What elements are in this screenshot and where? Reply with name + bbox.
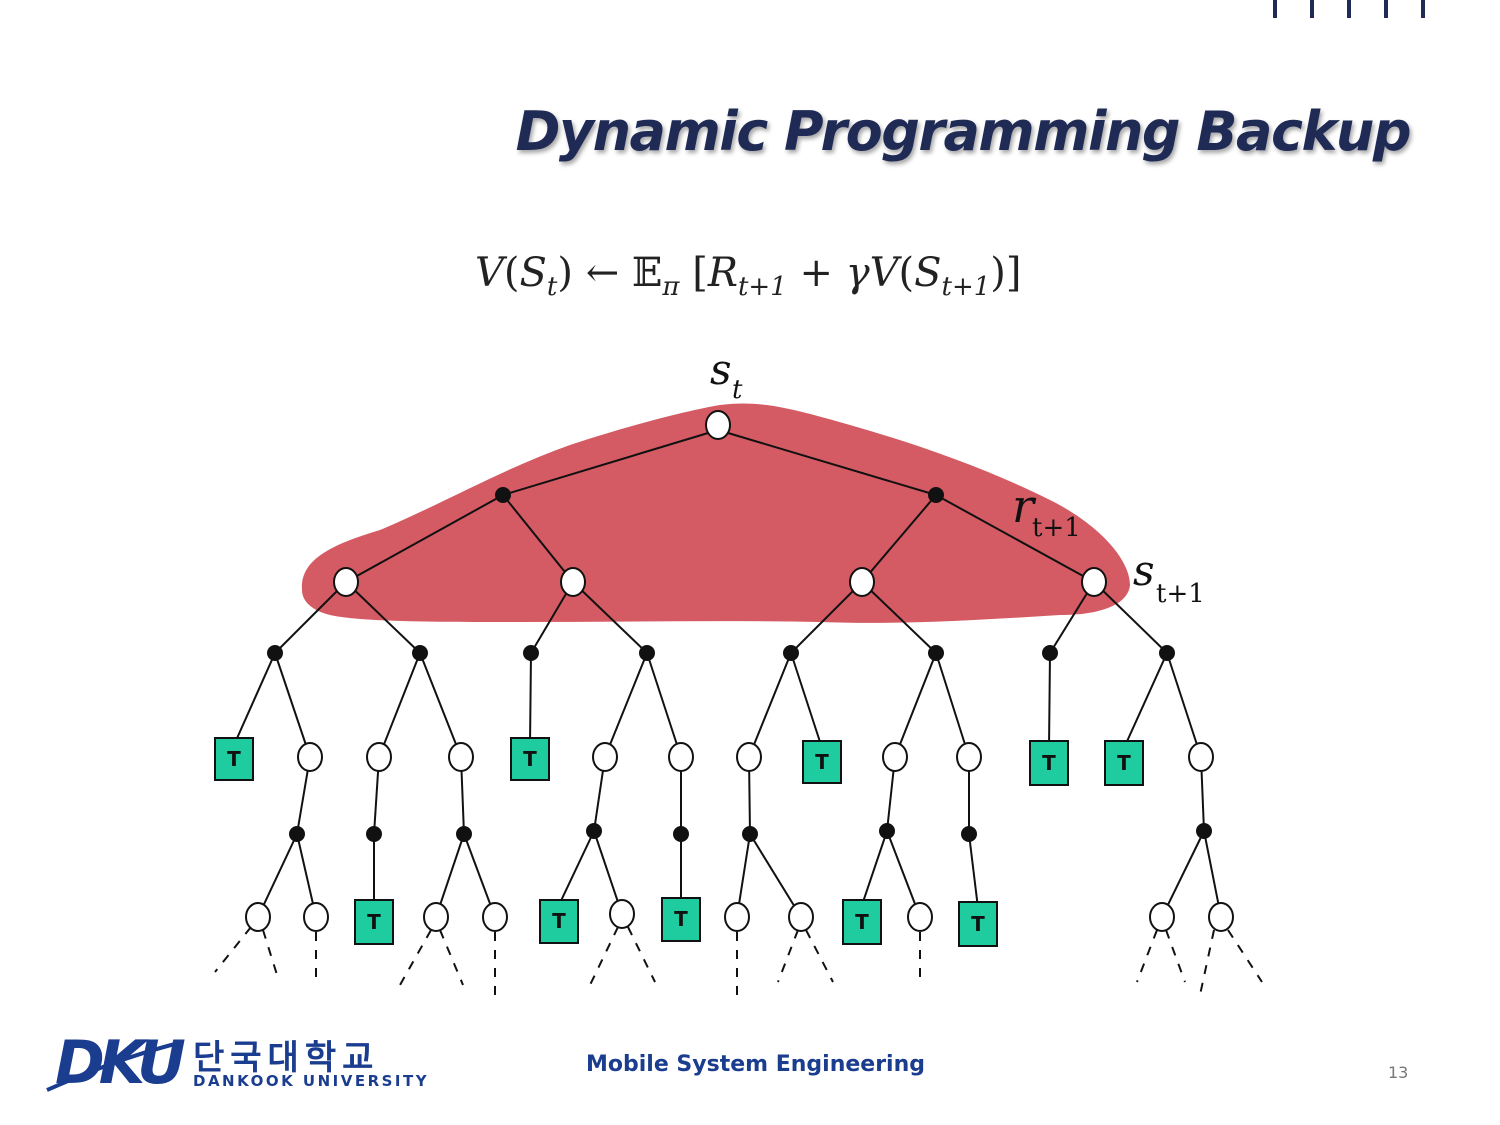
terminal-label: T <box>367 910 381 934</box>
tick-mark <box>1347 0 1351 18</box>
logo-letters: DKU <box>55 1028 186 1098</box>
slide-title: Dynamic Programming Backup <box>515 100 1412 163</box>
formula-v: V <box>475 250 504 296</box>
formula-expectation: 𝔼 <box>631 250 663 296</box>
terminal-label: T <box>523 747 537 771</box>
continuation-dashes <box>214 926 1263 996</box>
formula-pi: π <box>662 272 680 302</box>
formula-s-sub: t <box>546 272 558 302</box>
terminal-label: T <box>815 750 829 774</box>
terminal-label: T <box>855 910 869 934</box>
logo-english-name: DANKOOK UNIVERSITY <box>193 1072 430 1090</box>
action-nodes <box>267 487 1212 842</box>
terminal-box: T <box>1104 740 1144 786</box>
terminal-label: T <box>227 747 241 771</box>
formula-paren: ( <box>503 250 520 296</box>
backup-highlight-region <box>301 403 1130 623</box>
diagram-labels: s t r t+1 s t+1 <box>710 345 1205 609</box>
terminal-states: T T T T T T T T T T <box>214 737 1144 947</box>
terminal-label: T <box>674 907 688 931</box>
terminal-box: T <box>354 899 394 945</box>
terminal-box: T <box>958 901 998 947</box>
course-name: Mobile System Engineering <box>586 1052 926 1077</box>
formula-gamma: γ <box>845 250 870 296</box>
formula-plus: + <box>799 250 833 296</box>
page-number: 13 <box>1388 1063 1409 1082</box>
university-logo: DKU 단국대학교 DANKOOK UNIVERSITY <box>45 1028 427 1098</box>
reward-subscript: t+1 <box>1032 513 1081 543</box>
terminal-box: T <box>214 737 254 781</box>
root-state-subscript: t <box>732 375 743 405</box>
logo-korean-name: 단국대학교 <box>193 1038 380 1078</box>
terminal-label: T <box>1117 751 1131 775</box>
terminal-label: T <box>971 912 985 936</box>
formula-v2: V <box>869 250 899 296</box>
tick-mark <box>1384 0 1388 18</box>
top-decoration <box>1270 0 1430 20</box>
terminal-box: T <box>661 897 701 942</box>
tick-mark <box>1310 0 1314 18</box>
formula-s2-sub: t+1 <box>941 272 991 302</box>
formula-s: S <box>519 250 547 296</box>
formula-arrow: ← <box>585 250 620 296</box>
terminal-box: T <box>1029 740 1069 786</box>
formula-r-sub: t+1 <box>737 272 787 302</box>
tick-mark <box>1421 0 1425 18</box>
root-state-label: s <box>710 345 732 394</box>
formula-r: R <box>707 250 738 296</box>
bellman-formula: V(St) ← 𝔼π [Rt+1 + γV(St+1)] <box>475 250 1022 302</box>
formula-bracket: [ <box>692 250 708 296</box>
formula-paren: ) <box>557 250 573 296</box>
next-state-subscript: t+1 <box>1156 579 1205 609</box>
tick-mark <box>1273 0 1277 18</box>
terminal-box: T <box>842 899 882 945</box>
reward-label: r <box>1012 479 1037 533</box>
terminal-label: T <box>1042 751 1056 775</box>
terminal-label: T <box>552 909 566 933</box>
next-state-label: s <box>1133 546 1155 595</box>
terminal-box: T <box>539 899 579 944</box>
terminal-box: T <box>802 740 842 784</box>
logo-swoosh-icon <box>46 1040 184 1092</box>
state-nodes <box>245 410 1234 932</box>
terminal-box: T <box>510 737 550 781</box>
formula-bracket: )] <box>990 250 1022 296</box>
formula-s2: S <box>914 250 942 296</box>
